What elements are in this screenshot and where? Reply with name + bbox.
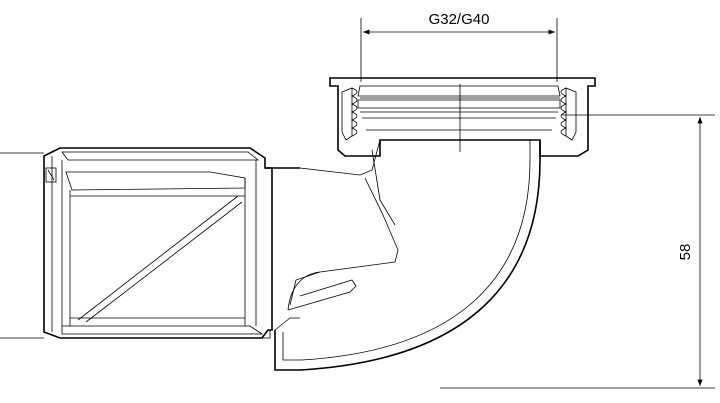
elbow-top-edge	[270, 139, 381, 176]
thread-dimension: G32/G40	[360, 11, 558, 82]
elbow-outer-curve	[274, 140, 541, 371]
inlet-bottom-wall	[61, 325, 264, 335]
inlet-inner-top-wall	[65, 171, 246, 191]
inner-baffle	[287, 261, 396, 311]
thread-nut	[329, 77, 596, 157]
nut-outline	[329, 77, 596, 157]
thread-left-wave	[350, 87, 358, 137]
inlet-top-wall	[61, 151, 260, 161]
inlet-sleeve-outline	[43, 147, 273, 339]
baffle-lip	[287, 279, 357, 311]
inlet-extension-lines	[0, 152, 44, 339]
elbow-inner-curve	[282, 140, 531, 361]
elbow-body	[270, 139, 541, 371]
thread-dimension-label: G32/G40	[429, 11, 490, 28]
inlet-pipe	[43, 147, 300, 339]
thread-right-wave	[560, 87, 568, 137]
strainer-diagonal	[77, 195, 239, 321]
height-dimension-label: 58	[677, 244, 694, 261]
